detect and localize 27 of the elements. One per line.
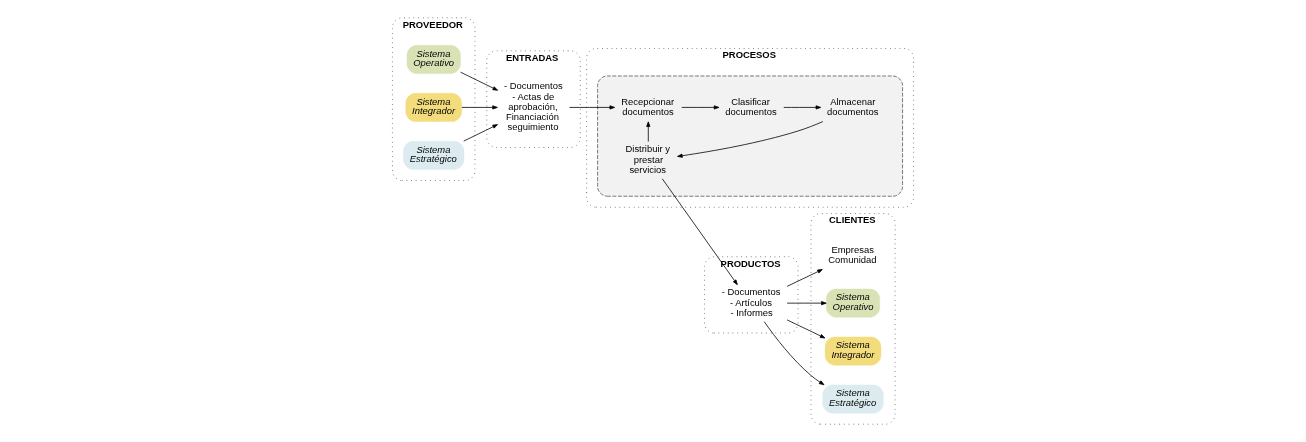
arrow <box>460 71 499 91</box>
arrow <box>461 105 498 110</box>
arrow <box>463 124 498 142</box>
node-box: Sistema Operativo <box>406 45 461 74</box>
arrow <box>646 121 651 142</box>
arrow <box>569 105 616 110</box>
arrow <box>783 105 822 110</box>
node-text: Almacenar documentos <box>827 95 879 117</box>
arrow <box>786 269 823 287</box>
node-text: Clasificar documentos <box>725 95 777 117</box>
node-text: Distribuir y prestar servicios <box>625 143 670 175</box>
node-box: Sistema Integrador <box>824 336 882 366</box>
node-box: Sistema Estratégico <box>822 384 884 414</box>
node-text: - Documentos - Artículos - Informes <box>721 286 781 318</box>
node-text: - Documentos - Actas de aprobación, Financiación seguimiento <box>504 80 563 133</box>
arrow <box>763 321 825 386</box>
node-text: Recepcionar documentos <box>621 95 675 117</box>
arrow <box>786 319 826 339</box>
node-box: Sistema Integrador <box>405 93 462 122</box>
node-box: Sistema Estratégico <box>403 141 465 170</box>
arrow <box>681 105 720 110</box>
node-text: Empresas Comunidad <box>828 243 877 265</box>
arrow <box>661 178 738 286</box>
node-box: Sistema Operativo <box>826 288 880 318</box>
arrow <box>677 121 824 158</box>
cluster <box>597 75 903 197</box>
arrow <box>786 301 827 306</box>
